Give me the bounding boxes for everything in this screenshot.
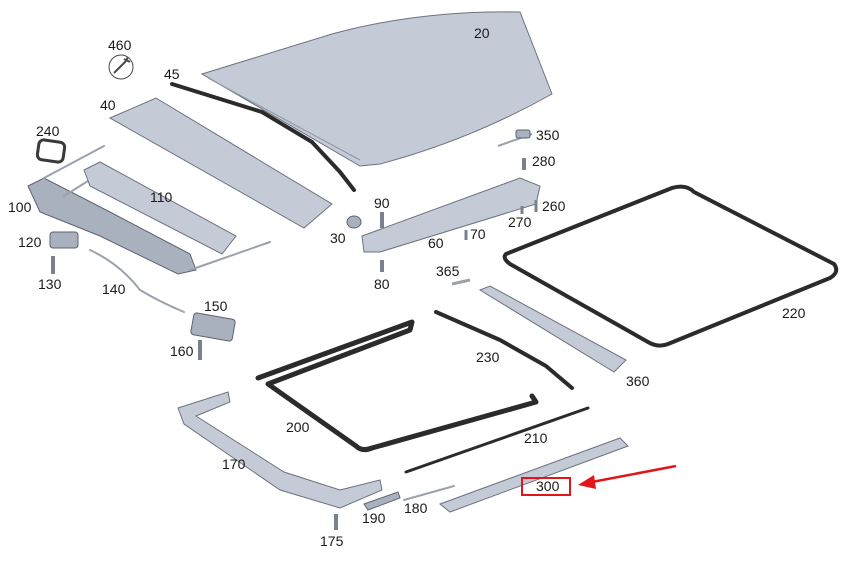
label-part-120: 120 bbox=[18, 234, 42, 250]
rod-180 bbox=[403, 485, 455, 501]
label-part-210: 210 bbox=[524, 430, 548, 446]
bolts-260-270 bbox=[520, 200, 538, 214]
glass-panel-40 bbox=[108, 97, 333, 229]
roof-panel-20 bbox=[200, 11, 553, 167]
front-frame-100 bbox=[27, 177, 197, 275]
cable-140 bbox=[89, 249, 185, 313]
label-part-150: 150 bbox=[204, 298, 228, 314]
motor-120 bbox=[49, 231, 79, 249]
highlight-arrow bbox=[578, 464, 677, 489]
label-part-230: 230 bbox=[476, 349, 500, 365]
trim-300 bbox=[438, 437, 629, 513]
rear-frame-170 bbox=[177, 391, 383, 509]
gasket-240 bbox=[35, 138, 67, 164]
label-part-360: 360 bbox=[626, 373, 650, 389]
cap-30 bbox=[346, 215, 362, 229]
label-part-160: 160 bbox=[170, 343, 194, 359]
seal-strip-45 bbox=[170, 82, 356, 192]
label-part-240: 240 bbox=[36, 123, 60, 139]
label-part-45: 45 bbox=[164, 66, 180, 82]
label-part-280: 280 bbox=[532, 153, 556, 169]
seal-230 bbox=[434, 310, 574, 390]
label-part-70: 70 bbox=[470, 226, 486, 242]
label-part-100: 100 bbox=[8, 199, 32, 215]
label-part-30: 30 bbox=[330, 230, 346, 246]
bracket-190 bbox=[363, 491, 401, 511]
highlight-box bbox=[521, 477, 571, 496]
label-part-40: 40 bbox=[100, 97, 116, 113]
label-part-130: 130 bbox=[38, 276, 62, 292]
clip-365 bbox=[451, 278, 471, 286]
rail-360 bbox=[478, 285, 627, 373]
label-part-220: 220 bbox=[782, 305, 806, 321]
strip-210 bbox=[404, 406, 590, 474]
seal-ring-200 bbox=[255, 319, 539, 453]
module-150 bbox=[190, 312, 236, 342]
deflector-110 bbox=[83, 161, 237, 255]
label-part-260: 260 bbox=[542, 198, 566, 214]
label-part-270: 270 bbox=[508, 214, 532, 230]
seal-ring-220 bbox=[502, 184, 839, 348]
label-part-365: 365 bbox=[436, 263, 460, 279]
label-part-300: 300 bbox=[536, 478, 560, 494]
label-part-90: 90 bbox=[374, 195, 390, 211]
label-part-200: 200 bbox=[286, 419, 310, 435]
label-part-460: 460 bbox=[108, 37, 132, 53]
label-part-190: 190 bbox=[362, 510, 386, 526]
label-part-110: 110 bbox=[150, 189, 173, 205]
label-part-170: 170 bbox=[222, 456, 246, 472]
label-part-140: 140 bbox=[102, 281, 126, 297]
wrench-tool-icon-460 bbox=[108, 54, 134, 80]
label-part-60: 60 bbox=[428, 235, 444, 251]
label-part-175: 175 bbox=[320, 533, 344, 549]
label-part-20: 20 bbox=[474, 25, 490, 41]
label-part-350: 350 bbox=[536, 127, 560, 143]
label-part-180: 180 bbox=[404, 500, 428, 516]
label-part-80: 80 bbox=[374, 276, 390, 292]
